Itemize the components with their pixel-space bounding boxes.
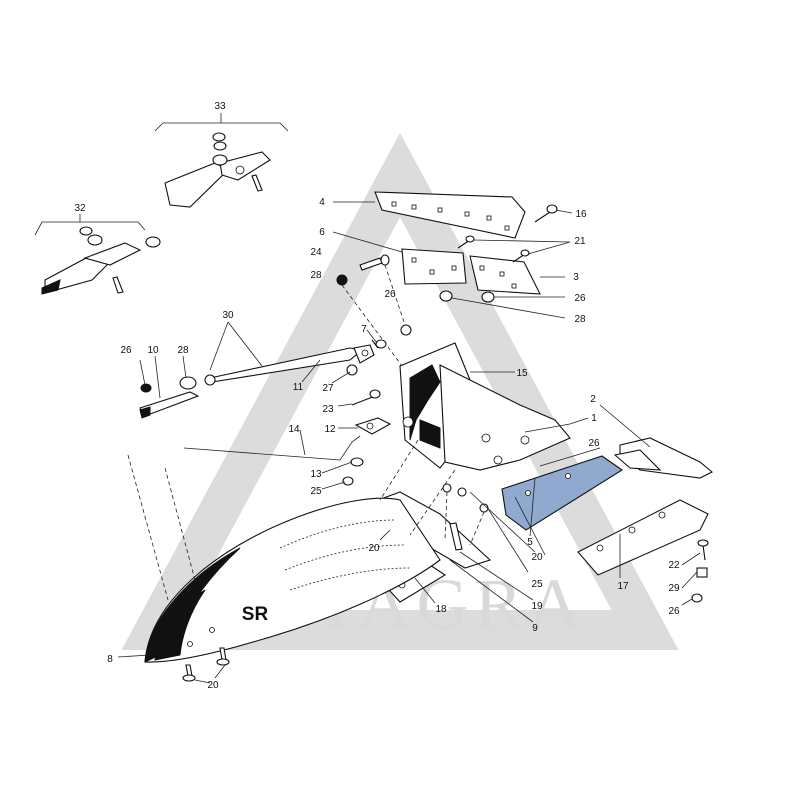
callout-30: 30	[222, 310, 234, 321]
callout-19: 19	[531, 601, 543, 612]
part-group-32	[34, 214, 161, 295]
callout-18: 18	[435, 604, 447, 615]
callout-25-a: 25	[310, 486, 322, 497]
hardware-22-29-26	[691, 539, 709, 603]
callout-15: 15	[516, 368, 528, 379]
leader-lines	[117, 329, 701, 658]
part-30-assembly	[139, 321, 375, 419]
callout-26-c: 26	[120, 345, 132, 356]
callout-13: 13	[310, 469, 322, 480]
callout-16: 16	[575, 209, 587, 220]
callout-5: 5	[527, 537, 533, 548]
callout-10: 10	[147, 345, 159, 356]
callout-33: 33	[214, 101, 226, 112]
callout-labels: 33 32 4 16 6 21 24 3 28 26 26 28 30 7 26…	[74, 101, 680, 691]
callout-25-b: 25	[531, 579, 543, 590]
callout-21: 21	[574, 236, 586, 247]
callout-17: 17	[617, 581, 629, 592]
part-17-landside	[577, 499, 709, 578]
callout-9: 9	[532, 623, 538, 634]
callout-22: 22	[668, 560, 680, 571]
part-4-strip	[333, 191, 526, 239]
washer-13	[350, 457, 364, 467]
part-15-frog	[399, 342, 571, 471]
mouldboard-marking: SR	[242, 604, 269, 625]
callout-7: 7	[361, 324, 367, 335]
callout-28-c: 28	[177, 345, 189, 356]
part-5-share[interactable]	[501, 455, 623, 537]
nuts-near-plates	[336, 254, 566, 371]
callout-32: 32	[74, 203, 86, 214]
guide-lines	[127, 439, 456, 601]
part-group-33	[154, 113, 289, 208]
bolt-7	[371, 339, 387, 349]
part-3-plate	[469, 255, 565, 295]
part-1-rod	[524, 417, 589, 433]
bolt-23	[351, 389, 381, 406]
callout-28-a: 28	[310, 270, 322, 281]
callout-20-b: 20	[531, 552, 543, 563]
part-8-mouldboard: SR	[144, 497, 441, 663]
bolts-20-lower	[182, 647, 230, 684]
part-12-clip	[354, 417, 392, 435]
callout-28-b: 28	[574, 314, 586, 325]
callout-14: 14	[288, 424, 300, 435]
callout-26-a: 26	[384, 289, 396, 300]
callout-23: 23	[322, 404, 334, 415]
callout-6: 6	[319, 227, 325, 238]
callout-26-d: 26	[588, 438, 600, 449]
callout-24: 24	[310, 247, 322, 258]
callout-8: 8	[107, 654, 113, 665]
nut-25	[342, 476, 354, 486]
callout-11: 11	[293, 382, 304, 393]
callout-20-c: 20	[207, 680, 219, 691]
watermark-triangle	[121, 132, 679, 650]
bolt-16	[534, 204, 573, 223]
callout-4: 4	[319, 197, 325, 208]
callout-26-e: 26	[668, 606, 680, 617]
callout-20-a: 20	[368, 543, 380, 554]
callout-3: 3	[573, 272, 579, 283]
callout-12: 12	[324, 424, 336, 435]
callout-27: 27	[322, 383, 334, 394]
part-2-point	[599, 404, 713, 479]
callout-2: 2	[590, 394, 596, 405]
callout-26-b2: 26	[574, 293, 586, 304]
washer-27	[346, 364, 358, 376]
callout-29: 29	[668, 583, 680, 594]
bolts-21	[457, 235, 571, 263]
callout-1: 1	[591, 413, 597, 424]
part-14-rod	[183, 435, 361, 461]
part-6-plate	[332, 231, 467, 285]
